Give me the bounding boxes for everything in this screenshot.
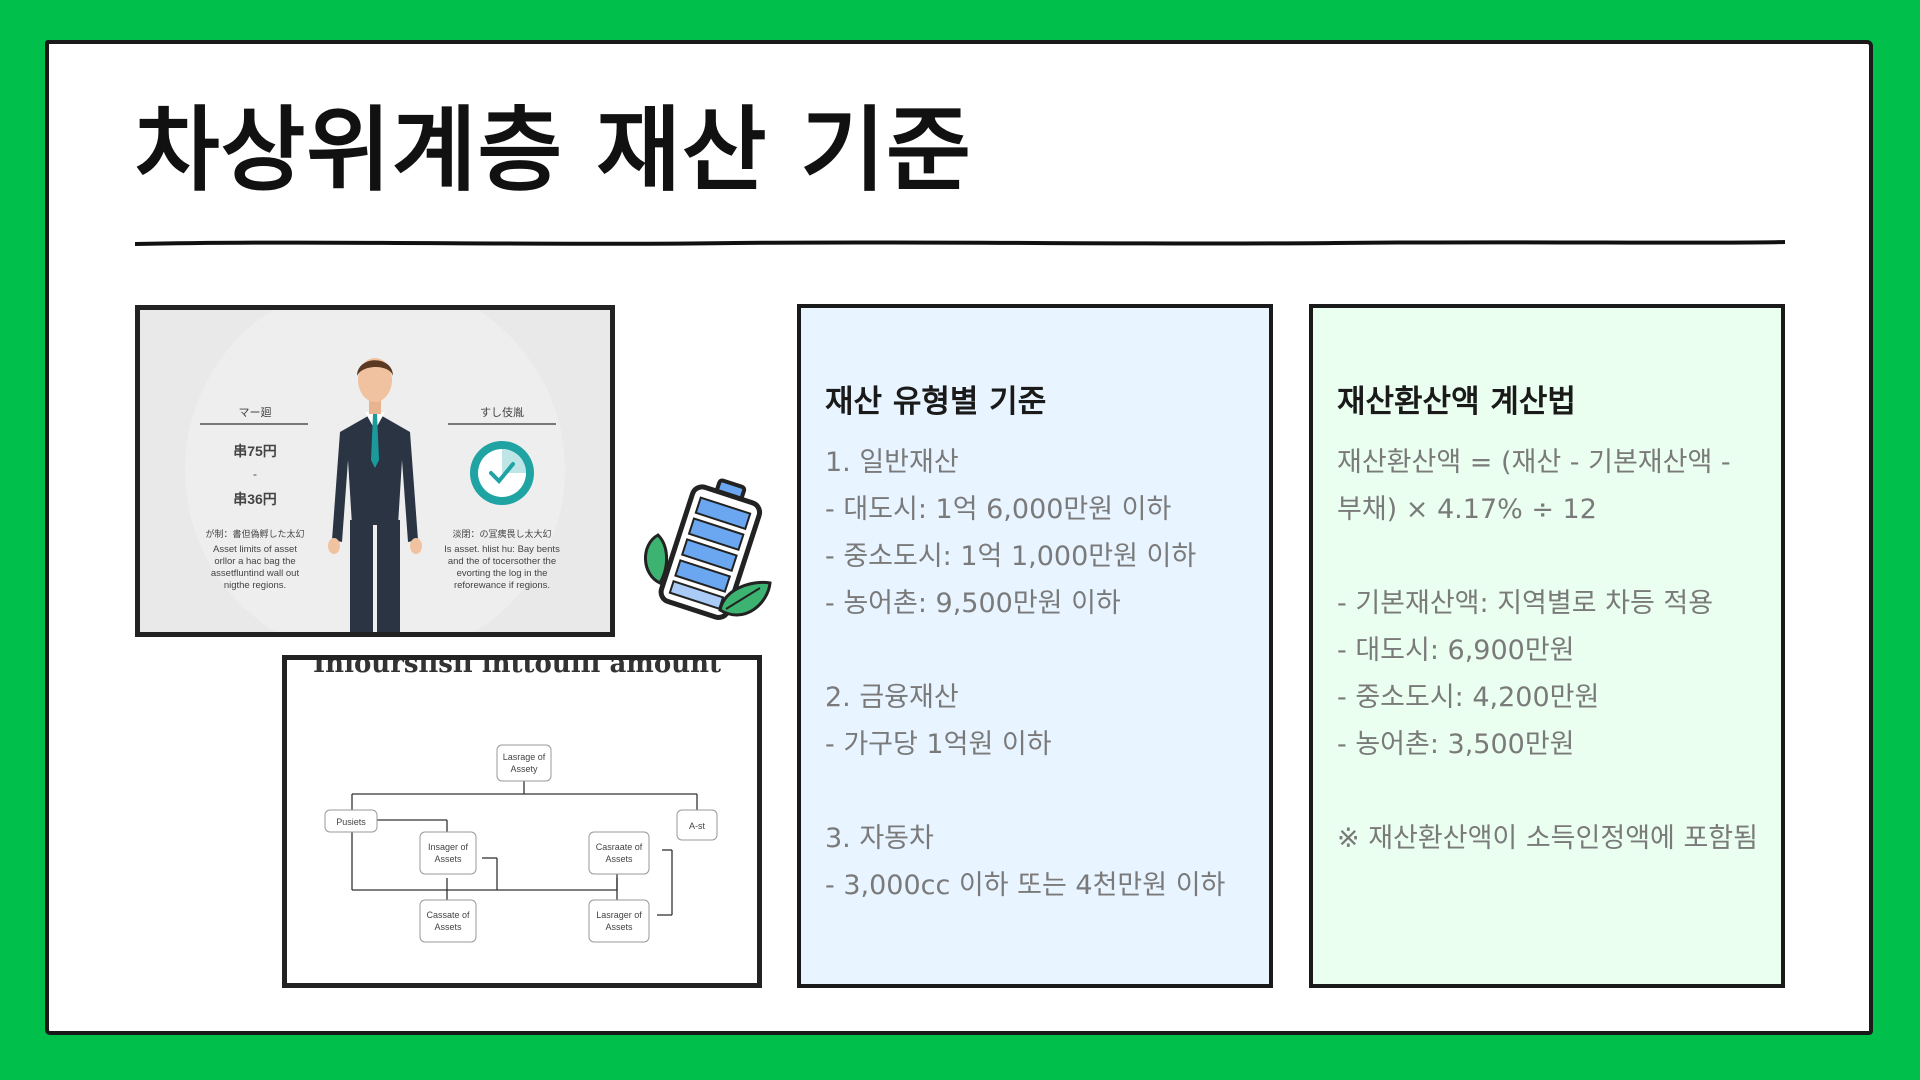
asset-types-line: - 대도시: 1억 6,000만원 이하 [825, 494, 1172, 525]
left-sub: が制：書但偽孵した太幻 [205, 528, 304, 539]
businessman-infographic: マー廻 串75円 - 串36円 が制：書但偽孵した太幻 Asset limits… [135, 305, 615, 637]
right-caption-line: evorting the log in the [457, 568, 548, 579]
svg-text:A-st: A-st [689, 821, 706, 831]
asset-formula-line [1337, 533, 1757, 580]
page-title: 차상위계층 재산 기준 [135, 97, 972, 204]
svg-text:Assets: Assets [434, 922, 462, 932]
asset-types-line: - 3,000cc 이하 또는 4천만원 이하 [825, 870, 1226, 901]
svg-text:Cassate of: Cassate of [426, 910, 470, 920]
asset-types-line: - 가구당 1억원 이하 [825, 729, 1052, 760]
right-caption-line: reforewance if regions. [454, 580, 550, 591]
diagram-node-mid-left: Insager of Assets [419, 831, 477, 875]
svg-text:Lasrager of: Lasrager of [596, 910, 642, 920]
left-caption-line: orllor a hac bag the [214, 556, 295, 567]
svg-text:Assets: Assets [605, 854, 633, 864]
left-value-1: 串75円 [233, 443, 277, 459]
svg-text:Casraate of: Casraate of [596, 842, 643, 852]
asset-formula-text: 재산환산액 = (재산 - 기본재산액 - 부채) × 4.17% ÷ 12 [1337, 447, 1731, 525]
asset-formula-line: - 농어촌: 3,500만원 [1337, 729, 1575, 760]
left-caption-line: nigthe regions. [224, 580, 286, 591]
left-caption-line: Asset limits of asset [213, 544, 297, 555]
asset-flowchart: Inlourslisii inttoulli amount Lasrage of… [282, 655, 762, 988]
asset-types-line: 1. 일반재산 [825, 447, 959, 478]
diagram-node-left: Pusiets [324, 809, 378, 833]
asset-types-line [825, 768, 1245, 815]
asset-types-heading: 재산 유형별 기준 [825, 384, 1047, 420]
right-caption-line: Is asset. hlist hu: Bay bents [444, 544, 560, 555]
asset-formula-panel: 재산환산액 계산법 재산환산액 = (재산 - 기본재산액 - 부채) × 4.… [1309, 304, 1785, 988]
left-caption-line: assetfluntind wall out [211, 568, 300, 579]
svg-text:Pusiets: Pusiets [336, 817, 366, 827]
svg-text:Assets: Assets [434, 854, 462, 864]
right-heading: すし伎胤 [480, 405, 524, 419]
asset-formula-heading: 재산환산액 계산법 [1337, 384, 1576, 420]
asset-formula-line: - 중소도시: 4,200만원 [1337, 682, 1600, 713]
asset-formula-line [1337, 768, 1757, 815]
left-heading: マー廻 [239, 406, 272, 419]
left-value-2: 串36円 [233, 491, 277, 507]
asset-types-panel: 재산 유형별 기준 1. 일반재산 - 대도시: 1억 6,000만원 이하 -… [797, 304, 1273, 988]
left-dash: - [253, 467, 257, 481]
diagram-node-right: A-st [676, 809, 718, 841]
svg-text:Assety: Assety [510, 764, 538, 774]
svg-text:Insager of: Insager of [428, 842, 469, 852]
asset-formula-line: - 기본재산액: 지역별로 차등 적용 [1337, 588, 1714, 619]
diagram-heading: Inlourslisii inttoulli amount [313, 660, 721, 679]
businessman-icon [328, 358, 422, 632]
battery-leaf-icon [644, 478, 772, 620]
diagram-node-mid-right: Casraate of Assets [588, 831, 650, 875]
asset-formula-line: - 대도시: 6,900만원 [1337, 635, 1575, 666]
svg-text:Lasrage of: Lasrage of [503, 752, 546, 762]
diagram-node-bottom-right: Lasrager of Assets [588, 899, 650, 943]
asset-types-line: 2. 금융재산 [825, 682, 959, 713]
diagram-node-bottom-left: Cassate of Assets [419, 899, 477, 943]
asset-types-line: - 중소도시: 1억 1,000만원 이하 [825, 541, 1197, 572]
flowchart-diagram: Inlourslisii inttoulli amount Lasrage of… [287, 660, 757, 983]
clock-check-icon [470, 441, 534, 505]
infographic-canvas: マー廻 串75円 - 串36円 が制：書但偽孵した太幻 Asset limits… [140, 310, 610, 632]
right-sub: 淡閉：の冝痍畏し太大幻 [452, 528, 551, 539]
asset-types-line: 3. 자동차 [825, 823, 934, 854]
asset-formula-line: ※ 재산환산액이 소득인정액에 포함됨 [1337, 823, 1758, 854]
diagram-node-top: Lasrage of Assety [496, 744, 552, 782]
asset-types-line [825, 627, 1245, 674]
asset-types-line: - 농어촌: 9,500만원 이하 [825, 588, 1121, 619]
svg-text:Assets: Assets [605, 922, 633, 932]
title-divider [135, 240, 1785, 246]
right-caption-line: and the of tocersother the [448, 556, 556, 567]
